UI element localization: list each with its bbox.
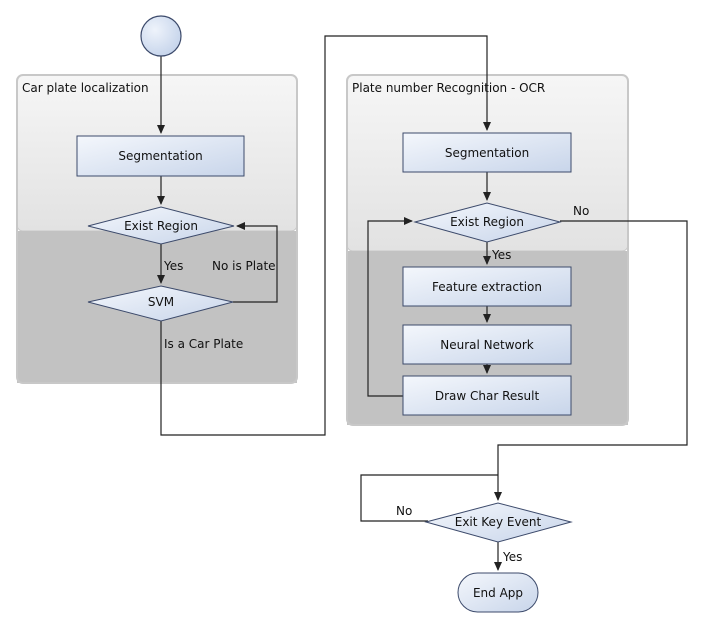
- label-is-a-car-plate: Is a Car Plate: [164, 337, 243, 351]
- node-svm: SVM: [87, 285, 234, 322]
- node-feature-extraction: Feature extraction: [402, 266, 572, 307]
- node-draw-char-result-label: Draw Char Result: [435, 389, 540, 403]
- lane-localization-border: [16, 74, 298, 384]
- node-exit-key-event: Exit Key Event: [424, 502, 573, 543]
- node-loc-exist-region-label: Exist Region: [124, 219, 198, 233]
- label-exit-no: No: [396, 504, 412, 518]
- start-node: [140, 15, 182, 57]
- node-ocr-segmentation-label: Segmentation: [445, 146, 529, 160]
- node-neural-network-label: Neural Network: [440, 338, 534, 352]
- edge-exit-no-loop: [360, 474, 498, 522]
- node-end-app: End App: [457, 572, 539, 613]
- edge-svm-to-ocr-segmentation: [160, 35, 491, 436]
- label-exit-yes: Yes: [502, 550, 522, 564]
- node-ocr-exist-region: Exist Region: [413, 202, 562, 243]
- edge-ocr-exist-region-no-to-exit: [494, 220, 688, 501]
- label-loc-yes: Yes: [163, 259, 183, 273]
- edge-labels: Yes No is Plate Is a Car Plate No Yes No…: [163, 204, 589, 564]
- node-ocr-segmentation: Segmentation: [402, 132, 572, 173]
- node-svm-label: SVM: [148, 295, 174, 309]
- edge-draw-back-to-exist-region: [367, 217, 413, 397]
- node-draw-char-result: Draw Char Result: [402, 375, 572, 416]
- label-ocr-no: No: [573, 204, 589, 218]
- node-ocr-exist-region-label: Exist Region: [450, 215, 524, 229]
- node-feature-extraction-label: Feature extraction: [432, 280, 542, 294]
- label-no-is-plate: No is Plate: [212, 259, 276, 273]
- node-neural-network: Neural Network: [402, 324, 572, 365]
- edges: [157, 35, 688, 571]
- edge-svm-no-back-to-exist-region: [233, 222, 278, 303]
- lane-localization-title: Car plate localization: [22, 81, 149, 95]
- node-loc-exist-region: Exist Region: [87, 206, 235, 245]
- lane-ocr-title: Plate number Recognition - OCR: [352, 81, 545, 95]
- label-ocr-yes: Yes: [491, 248, 511, 262]
- node-end-app-label: End App: [473, 586, 523, 600]
- node-loc-segmentation-label: Segmentation: [118, 149, 202, 163]
- node-loc-segmentation: Segmentation: [76, 135, 245, 177]
- node-exit-key-event-label: Exit Key Event: [455, 515, 542, 529]
